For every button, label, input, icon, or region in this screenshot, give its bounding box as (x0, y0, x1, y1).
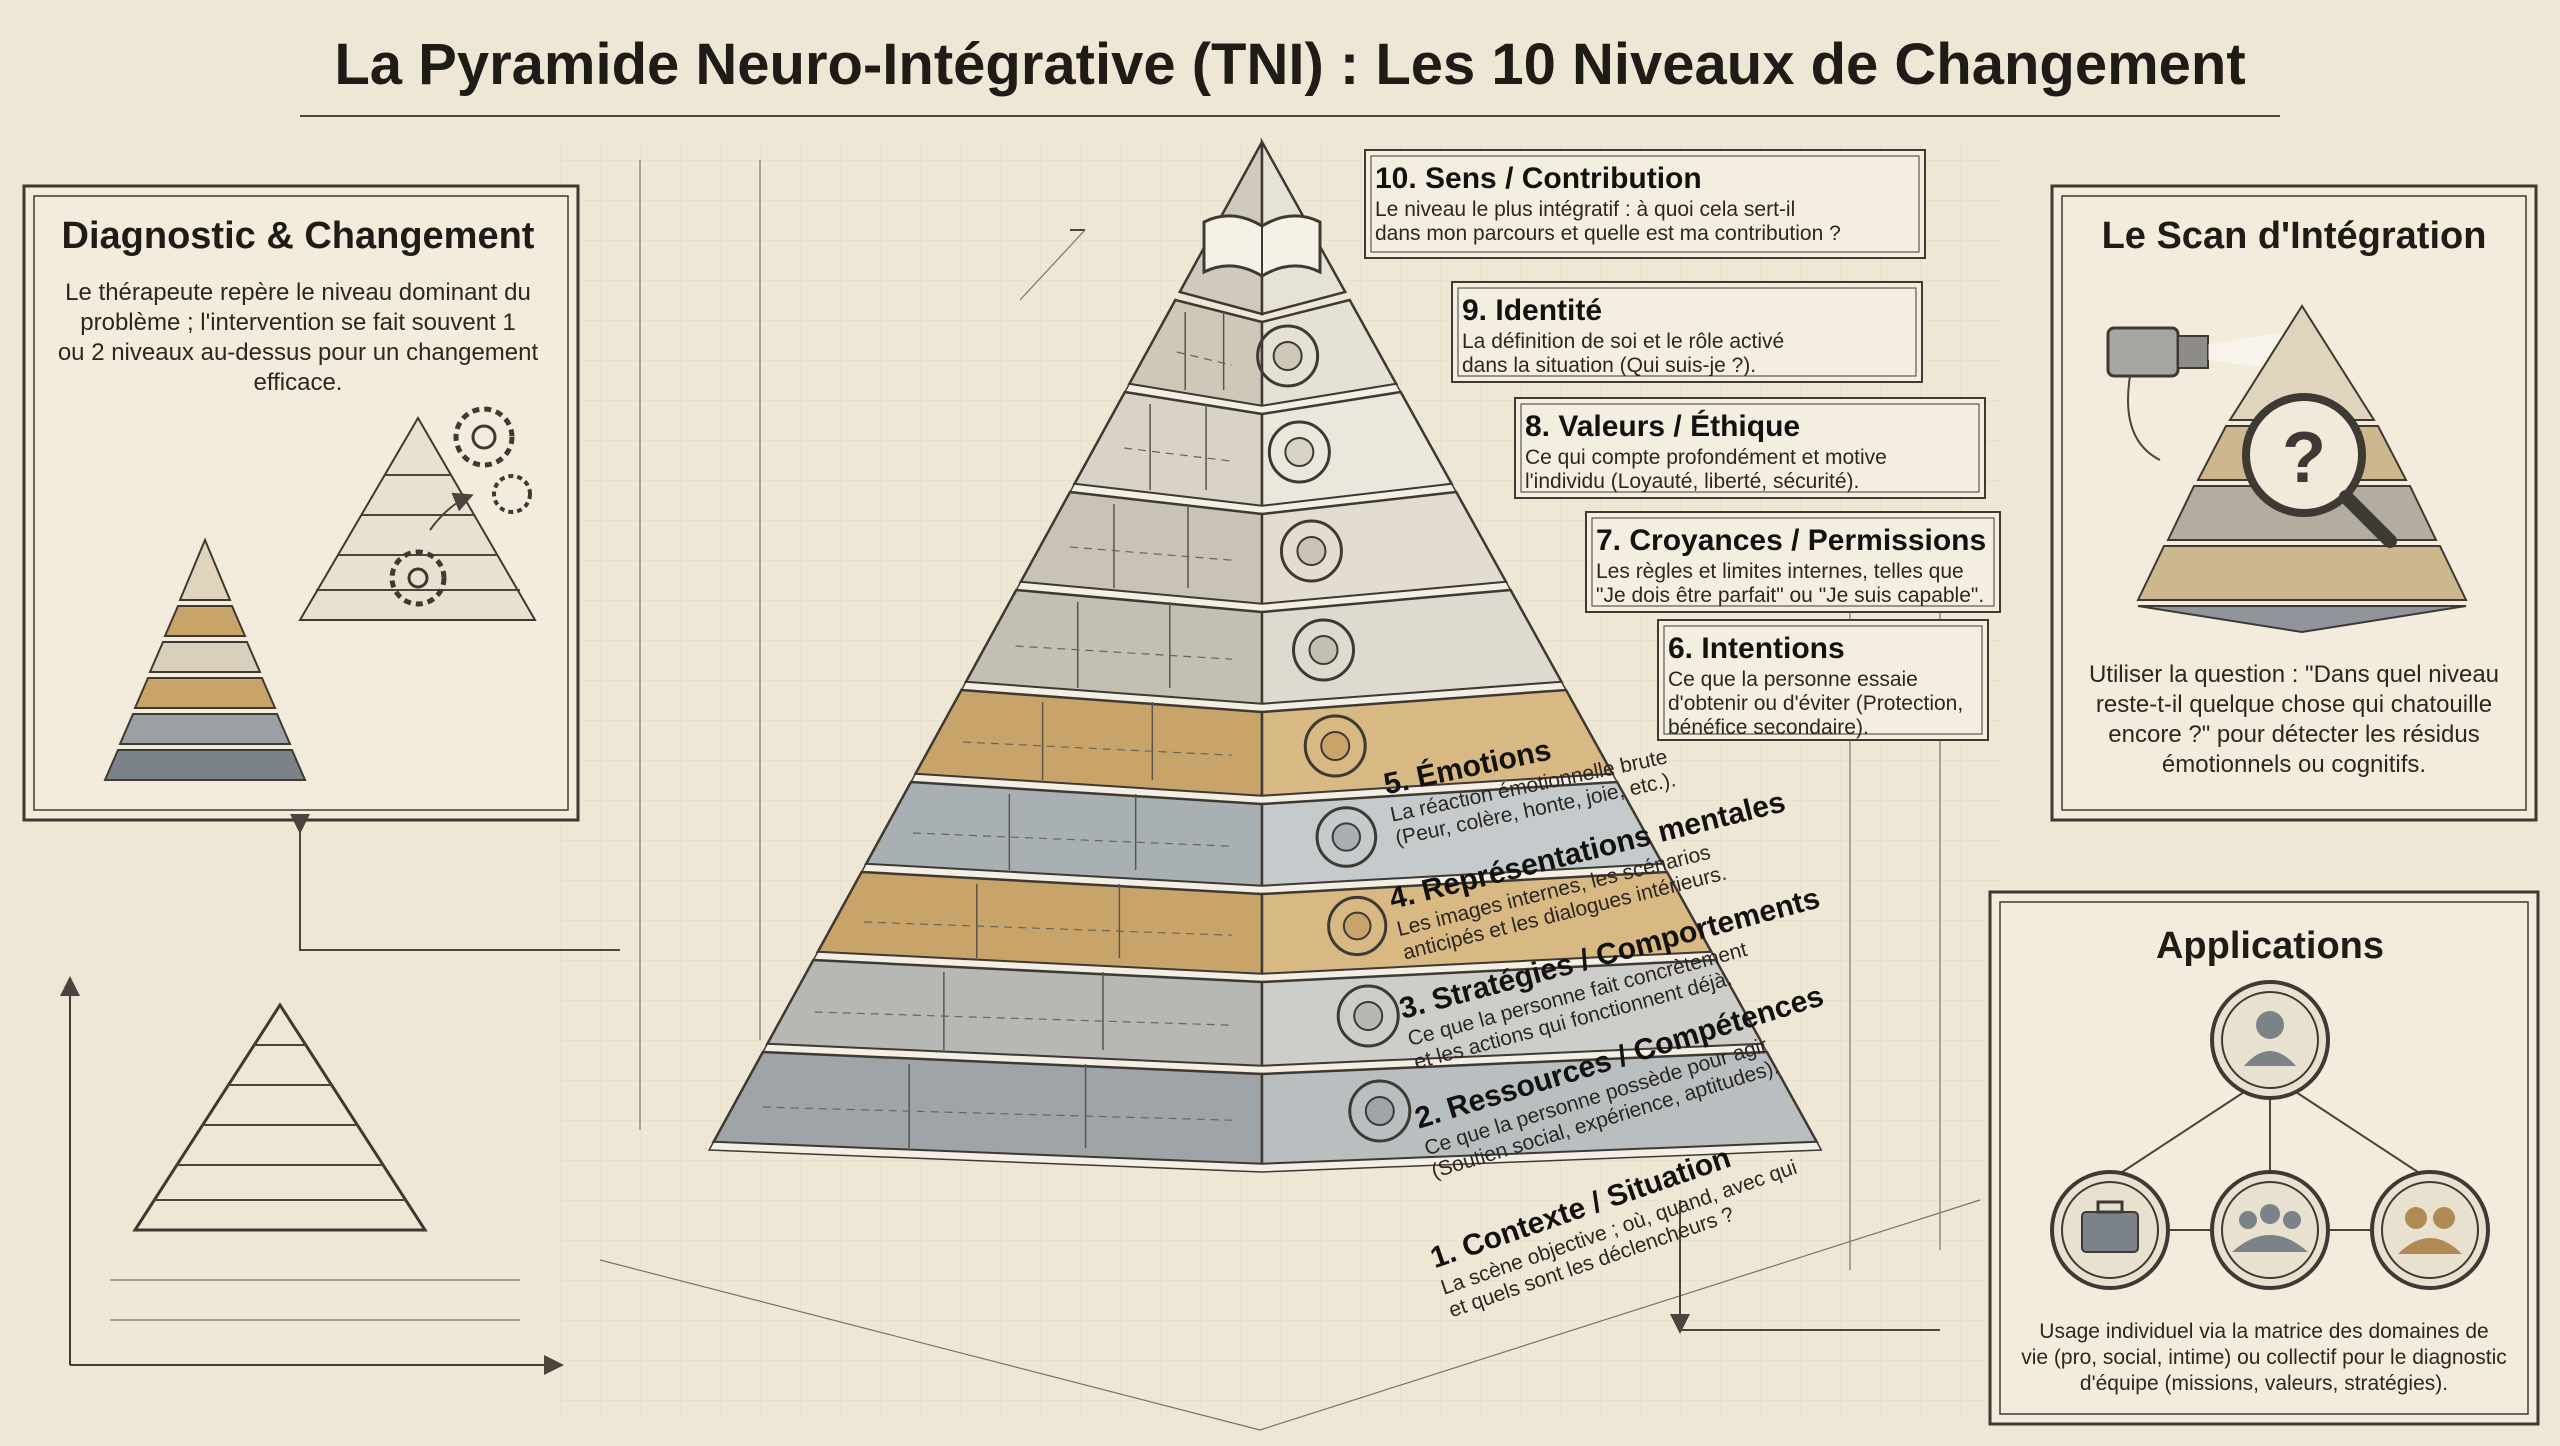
compass-icon (1348, 1079, 1412, 1143)
lightbulb-icon (1327, 895, 1388, 957)
gear-pyramid-icon (298, 406, 537, 621)
heart-icon (1303, 714, 1367, 778)
diagnostic-text-line: efficace. (254, 369, 343, 396)
scroll-icon (1279, 519, 1343, 583)
scan-text-line: Utiliser la question : "Dans quel niveau (2089, 661, 2499, 688)
open-book-icon (1202, 214, 1322, 278)
scanner-icon (2106, 326, 2300, 461)
applications-text-line: vie (pro, social, intime) ou collectif p… (2021, 1346, 2507, 1369)
level-description-line: bénéfice secondaire). (1668, 716, 1869, 739)
diagnostic-text-line: Le thérapeute repère le niveau dominant … (65, 279, 531, 306)
page-title: La Pyramide Neuro-Intégrative (TNI) : Le… (334, 32, 2245, 97)
toolbox-icon (1336, 984, 1400, 1048)
level-description-line: dans la situation (Qui suis-je ?). (1462, 354, 1756, 377)
pyramid-level-4 (860, 780, 1669, 895)
target-icon (1292, 618, 1356, 682)
level-title: 6. Intentions (1668, 632, 1845, 665)
diagnostic-title: Diagnostic & Changement (62, 215, 535, 257)
magnifier-question-icon: ? (2242, 393, 2397, 548)
person-node-icon (2210, 980, 2330, 1100)
level-description-line: La définition de soi et le rôle activé (1462, 330, 1784, 353)
level-description-line: dans mon parcours et quelle est ma contr… (1375, 222, 1841, 245)
applications-title: Applications (2156, 925, 2384, 967)
team-node-icon (2370, 1170, 2490, 1290)
applications-text-line: d'équipe (missions, valeurs, stratégies)… (2080, 1372, 2448, 1395)
level-description-line: "Je dois être parfait" ou "Je suis capab… (1596, 584, 1984, 607)
applications-text-line: Usage individuel via la matrice des doma… (2039, 1320, 2488, 1343)
sketch-graph (60, 976, 564, 1375)
pyramid-level-2 (761, 958, 1769, 1075)
level-description-line: Ce qui compte profondément et motive (1525, 446, 1887, 469)
group-node-icon (2210, 1170, 2330, 1290)
pyramid-level-3 (812, 870, 1718, 983)
level-title: 10. Sens / Contribution (1375, 162, 1702, 195)
scan-text-line: émotionnels ou cognitifs. (2162, 751, 2426, 778)
pyramid-level-1 (707, 1050, 1823, 1173)
scan-panel: Le Scan d'Intégration ? Utiliser la ques… (2050, 184, 2538, 822)
scan-text-line: reste-t-il quelque chose qui chatouille (2096, 691, 2492, 718)
level-description-line: Le niveau le plus intégratif : à quoi ce… (1375, 198, 1795, 221)
level-label-10: 10. Sens / Contribution Le niveau le plus… (1364, 149, 1926, 259)
fingerprint-icon (1256, 324, 1320, 388)
pyramid-level-6 (960, 588, 1568, 713)
level-description-line: Les règles et limites internes, telles q… (1596, 560, 1964, 583)
diagnostic-panel: Diagnostic & Changement Le thérapeute re… (22, 184, 580, 822)
svg-text:?: ? (2282, 418, 2326, 498)
level-title: 7. Croyances / Permissions (1596, 524, 1986, 557)
level-title: 9. Identité (1462, 294, 1602, 327)
scan-text-line: encore ?" pour détecter les résidus (2108, 721, 2479, 748)
pyramid-level-10 (1177, 137, 1348, 316)
applications-panel: Applications Usage (1988, 890, 2540, 1426)
scan-title: Le Scan d'Intégration (2102, 215, 2487, 257)
pyramid-level-9 (1123, 298, 1402, 415)
briefcase-node-icon (2050, 1170, 2170, 1290)
diagnostic-text-line: problème ; l'intervention se fait souven… (80, 309, 516, 336)
level-title: 8. Valeurs / Éthique (1525, 409, 1800, 443)
level-description-line: Ce que la personne essaie (1668, 668, 1918, 691)
level-label-9: 9. Identité La définition de soi et le rô… (1451, 281, 1923, 383)
pyramid-level-5 (909, 688, 1619, 805)
connector-arrow (290, 814, 620, 951)
level-description-line: l'individu (Loyauté, liberté, sécurité). (1525, 470, 1859, 493)
level-label-8: 8. Valeurs / Éthique Ce qui compte profon… (1514, 397, 1986, 499)
level-label-6: 6. Intentions Ce que la personne essaied'… (1657, 619, 1989, 741)
level-description-line: d'obtenir ou d'éviter (Protection, (1668, 692, 1963, 715)
brain-icon (1315, 806, 1378, 868)
small-pyramid-icon (103, 537, 307, 781)
pyramid-level-7 (1015, 490, 1512, 613)
diagnostic-text-line: ou 2 niveaux au-dessus pour un changemen… (58, 339, 539, 366)
anchor-icon (1267, 420, 1331, 484)
neuro-integrative-pyramid (707, 137, 1823, 1173)
